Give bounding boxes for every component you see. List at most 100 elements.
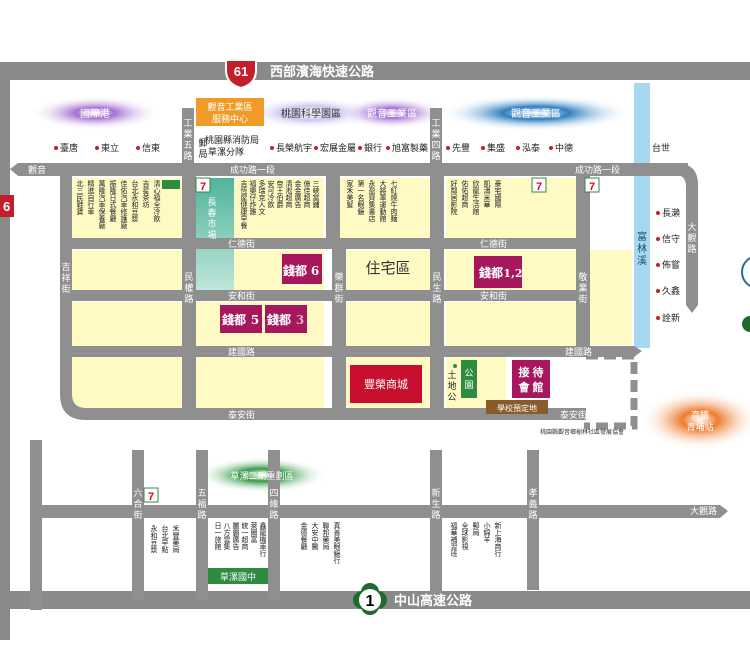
- tudi-label: 土 地 公: [447, 369, 456, 403]
- road-chenggong-right: 成功路一段: [575, 164, 620, 176]
- park-c0: 公: [464, 368, 473, 379]
- road-xiaoyi-c0: 孝: [528, 488, 537, 499]
- road-lequn-c1: 群: [334, 282, 343, 294]
- planned-road: [584, 352, 638, 430]
- road-daguan-c1: 觀: [687, 232, 696, 244]
- brand-name-3: 錢都: [267, 312, 291, 327]
- arrow-right-icon: [720, 505, 728, 518]
- shop-label: 永盈齊集書店: [368, 180, 376, 222]
- road-gongye5-c3: 路: [183, 150, 192, 162]
- landmark-labels: 臺唐 東立 信東 桃園縣消防局 草漯分隊 長榮航宇 宏展金屬 銀行 旭富製藥 先…: [60, 134, 680, 324]
- arrow-right-icon-2: [634, 346, 642, 357]
- shop-label: 金德餐廳: [300, 522, 308, 550]
- road-daguan-c2: 路: [687, 243, 696, 255]
- landmark-xindong: 信東: [142, 142, 160, 154]
- familymart-icon: [162, 180, 180, 189]
- reception-c3: 館: [532, 380, 544, 394]
- brand-block-6: 錢都 6: [282, 254, 322, 284]
- label-guanyin-mid: 觀音工業區: [367, 107, 417, 120]
- edge-leaf-icon: [742, 316, 750, 332]
- highway-1-number: 1: [366, 593, 375, 610]
- creek-label: 富 林 溪: [637, 230, 647, 267]
- road-taian-right: 泰安街: [560, 409, 587, 421]
- reception-hall: [512, 360, 550, 398]
- brand-name-5: 錢都: [222, 312, 246, 327]
- highway-61-road: [0, 62, 750, 80]
- road-gongye5-c1: 業: [183, 128, 192, 140]
- shop-label: 億佳超商: [303, 180, 311, 208]
- left-highway-road: [0, 80, 10, 640]
- road-minquan-c0: 民: [184, 272, 193, 283]
- brand-block-5: 錢都 5: [220, 305, 262, 333]
- brand-block-12: 錢都 1,2: [474, 256, 523, 288]
- highway-61-name: 西部濱海快速公路: [270, 64, 375, 80]
- road-minsheng-c2: 路: [432, 293, 441, 305]
- fengrong-label: 豐榮商城: [364, 377, 408, 391]
- label-service-line1: 觀音工業區: [207, 101, 252, 113]
- road-xinsheng-c0: 新: [431, 487, 440, 499]
- market-c2: 市: [207, 218, 216, 230]
- reception-c1: 待: [532, 365, 544, 379]
- shop-label: 全球影視: [461, 522, 469, 550]
- road-minsheng-c0: 民: [432, 272, 441, 283]
- landmark-changlai: 長瀨: [662, 207, 680, 219]
- post-c1: 局: [198, 149, 207, 160]
- shop-label: 鑫龍機車行: [259, 522, 267, 557]
- shop-label: 大將軍運動館: [379, 180, 387, 222]
- seven-eleven-text-2: 7: [536, 181, 542, 193]
- road-guanyin: 觀音: [28, 164, 46, 176]
- highway-1-badge: 1: [353, 583, 387, 615]
- reception-c0: 接: [519, 365, 530, 379]
- landmark-dots: [54, 146, 660, 320]
- road-gongye4-c0: 工: [431, 119, 440, 129]
- road-wufu-c0: 五: [197, 489, 206, 499]
- label-hsr-line1: 高鐵: [691, 409, 709, 421]
- road-lequn-c2: 街: [334, 293, 343, 305]
- shop-label: 凱濤米華: [483, 180, 491, 208]
- landmark-dongli: 東立: [101, 142, 119, 154]
- road-gongye4-c1: 業: [431, 128, 440, 140]
- landmark-jiuxing: 久鑫: [662, 285, 680, 297]
- shop-label: 振隆日式餐廳: [109, 180, 117, 222]
- shop-label: 帝王伯爵: [276, 180, 284, 208]
- landmark-xianfeng: 先豐: [452, 142, 470, 154]
- seven-eleven-text-4: 7: [148, 491, 154, 503]
- road-jixiang-c1: 祥: [61, 272, 70, 284]
- arrow-down-icon: [686, 305, 698, 313]
- road-wufu-c2: 路: [197, 509, 206, 521]
- shop-label: 禾豐藥局: [172, 525, 180, 553]
- road-jixiang-c2: 街: [61, 283, 70, 295]
- tudi-c1: 地: [447, 380, 456, 392]
- road-xiaoyi-c2: 路: [528, 509, 537, 521]
- road-liuhe-c2: 街: [133, 509, 142, 521]
- road-chenggong: 成功路一段: [230, 164, 275, 176]
- shop-label: 台北永和豆漿: [131, 180, 139, 222]
- road-jingye-c1: 業: [578, 282, 587, 294]
- shop-label: 吉星茶坊: [142, 180, 150, 208]
- label-guoji-port: 國際港: [80, 108, 110, 120]
- road-anhe-right: 安和街: [480, 290, 507, 302]
- shop-label: 萬隆汽車保養廠: [98, 180, 106, 229]
- market-c1: 春: [207, 207, 216, 219]
- shop-label: 金金廣告: [294, 180, 302, 208]
- road-lequn-c0: 樂: [334, 271, 343, 283]
- road-taian: 泰安街: [228, 409, 255, 421]
- shop-label: 福樂仔炸雞: [249, 180, 257, 215]
- road-jingye-c0: 敬: [578, 271, 587, 283]
- shop-label: 清心福全冷飲: [153, 180, 161, 222]
- shop-label: 日一旅館: [214, 522, 222, 550]
- market-label: 長 春 市 場: [207, 197, 216, 241]
- landmark-fire-line2: 草漯分隊: [208, 146, 244, 158]
- zone-hsr-glow: [640, 390, 750, 450]
- seven-eleven-icon: 7: [195, 177, 211, 193]
- shop-label: 佑佑超商: [461, 180, 469, 208]
- landmark-taitang: 臺唐: [60, 142, 78, 154]
- road-sishu-c0: 四: [269, 489, 278, 499]
- label-guanyin-right: 觀音工業區: [511, 107, 561, 120]
- shop-label: 萊爾富: [250, 522, 258, 543]
- road-gongye4-c3: 路: [431, 150, 440, 162]
- road-jingye-c2: 街: [578, 293, 587, 305]
- road-jixiang-c0: 吉: [61, 262, 70, 273]
- post-label: 郵 局: [198, 137, 207, 160]
